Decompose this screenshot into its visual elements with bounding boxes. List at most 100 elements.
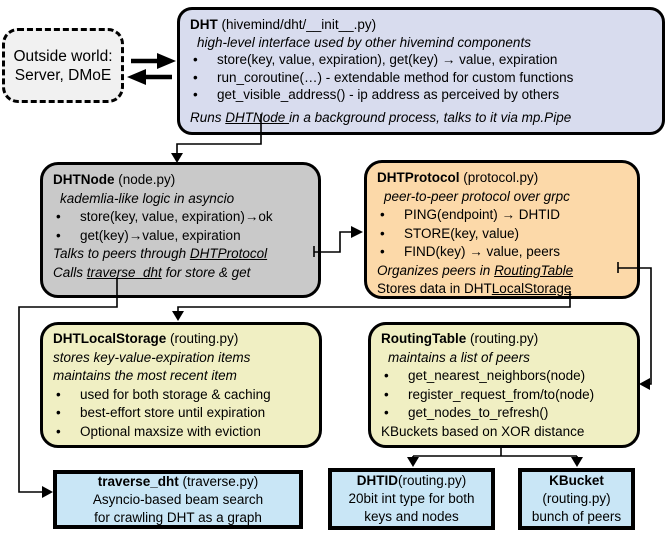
text-segment: DHTNode <box>225 109 290 125</box>
bullet-glyph: • <box>56 423 61 439</box>
text-segment: DHTProtocol <box>377 170 460 185</box>
text-segment: LocalStorage <box>491 281 572 296</box>
text-segment: bunch of peers <box>531 509 622 524</box>
bullet-glyph: • <box>384 368 389 383</box>
text-segment: PING(endpoint) → DHTID <box>404 207 561 222</box>
text-line: high-level interface used by other hivem… <box>190 34 658 52</box>
text-segment: store(key, value, expiration)→ok <box>80 209 273 224</box>
text-line: • STORE(key, value) <box>377 225 633 244</box>
node-traverse-dht: traverse_dht (traverse.py) Asyncio-based … <box>53 470 303 529</box>
text-line: maintains a list of peers <box>381 349 633 368</box>
node-dhtlocalstorage: DHTLocalStorage (routing.py)stores key-v… <box>40 322 322 448</box>
text-line: •best-effort store until expiration <box>53 404 315 423</box>
bullet-glyph: • <box>384 386 389 402</box>
text-segment: get(key)→value, expiration <box>80 227 241 243</box>
text-segment: maintains a list of peers <box>388 349 530 365</box>
node-kbucket: KBucket (routing.py)bunch of peers <box>518 468 635 530</box>
text-segment: traverse_dht <box>97 473 179 489</box>
text-line: bunch of peers <box>532 508 621 526</box>
text-line: • store(key, value, expiration), get(key)… <box>190 51 658 69</box>
text-line: DHTLocalStorage (routing.py) <box>53 330 315 349</box>
text-segment: Optional maxsize with eviction <box>80 423 261 439</box>
text-line: •get_nodes_to_refresh() <box>381 404 633 423</box>
bullet-glyph: • <box>56 227 61 243</box>
text-line: •register_request_from/to(node) <box>381 386 633 405</box>
text-line: KBuckets based on XOR distance <box>381 423 633 442</box>
text-segment: store(key, value, expiration), get(key) … <box>217 52 558 67</box>
text-segment: STORE(key, value) <box>404 225 520 241</box>
text-segment: stores key-value-expiration items <box>53 349 251 365</box>
text-segment: KBuckets based on XOR distance <box>381 423 585 439</box>
text-segment: DHT <box>190 17 218 32</box>
text-segment: Organizes peers in <box>377 262 495 278</box>
node-dht: DHT (hivemind/dht/__init__.py)high-level… <box>177 7 665 135</box>
bullet-glyph: • <box>193 52 198 67</box>
bullet-glyph: • <box>56 386 61 402</box>
text-segment: Runs <box>190 109 226 125</box>
text-segment: (traverse.py) <box>178 473 259 489</box>
bullet-glyph: • <box>380 225 385 241</box>
text-line: Organizes peers in RoutingTable <box>377 262 633 281</box>
text-line: DHTProtocol (protocol.py) <box>377 169 633 188</box>
text-line: Runs DHTNode in a background process, ta… <box>190 109 658 127</box>
text-line: •get_visible_address() - ip address as p… <box>190 86 658 104</box>
connector-dhtnode-to-dhtprotocol <box>313 226 363 257</box>
text-line: Asyncio-based beam search <box>93 491 263 509</box>
text-line: DHTID(routing.py) <box>357 472 467 490</box>
text-segment: maintains the most recent item <box>53 368 237 383</box>
text-segment: for crawling DHT as a graph <box>94 509 262 525</box>
text-line: RoutingTable (routing.py) <box>381 330 633 349</box>
text-line: Server, DMoE <box>15 66 111 85</box>
text-segment: (routing.py) <box>466 331 539 346</box>
text-line: •used for both storage & caching <box>53 386 315 405</box>
text-segment: DHTProtocol <box>189 246 268 261</box>
node-dhtid: DHTID(routing.py)20bit int type for both… <box>328 468 495 530</box>
text-segment: best-effort store until expiration <box>80 405 266 420</box>
node-dhtnode: DHTNode (node.py)kademlia-like logic in … <box>40 162 321 298</box>
bullet-glyph: • <box>56 209 61 224</box>
text-line: DHT (hivemind/dht/__init__.py) <box>190 16 658 34</box>
text-segment: peer-to-peer protocol over grpc <box>384 188 570 204</box>
text-segment: Stores data in DHT <box>377 281 492 296</box>
text-line: •run_coroutine(…) - extendable method fo… <box>190 69 658 87</box>
text-segment: DHTID <box>356 473 398 488</box>
text-segment: (hivemind/dht/__init__.py) <box>217 17 377 32</box>
text-line: •get_nearest_neighbors(node) <box>381 367 633 386</box>
text-segment: FIND(key) → value, peers <box>404 244 561 259</box>
text-line: peer-to-peer protocol over grpc <box>377 188 633 207</box>
text-segment: (routing.py) <box>166 331 239 346</box>
text-segment: in a background process, talks to it via… <box>289 109 572 125</box>
text-line: kademlia-like logic in asyncio <box>53 190 314 209</box>
bullet-glyph: • <box>193 87 198 102</box>
node-dhtprotocol: DHTProtocol (protocol.py)peer-to-peer pr… <box>364 160 640 299</box>
text-segment: traverse_dht <box>86 264 162 280</box>
text-line: stores key-value-expiration items <box>53 349 315 368</box>
text-segment: DHTLocalStorage <box>53 331 167 346</box>
text-segment: 20bit int type for both <box>348 491 475 506</box>
text-line: DHTNode (node.py) <box>53 171 314 190</box>
text-line: • Optional maxsize with eviction <box>53 423 315 442</box>
text-line: Outside world: <box>13 47 112 66</box>
text-segment: (node.py) <box>114 172 176 187</box>
text-segment: high-level interface used by other hivem… <box>197 34 531 50</box>
text-segment: (routing.py) <box>397 473 467 488</box>
text-segment: DHTNode <box>53 172 115 187</box>
text-segment: KBucket <box>549 473 604 488</box>
bullet-glyph: • <box>380 207 385 222</box>
node-outside-world: Outside world:Server, DMoE <box>2 28 124 103</box>
arrow-right-icon <box>131 53 176 69</box>
text-segment: kademlia-like logic in asyncio <box>60 190 235 206</box>
text-line: • store(key, value, expiration)→ok <box>53 208 314 227</box>
text-line: keys and nodes <box>364 508 459 526</box>
text-segment: for store & get <box>161 264 251 280</box>
text-line: Calls traverse_dht for store & get <box>53 264 314 283</box>
bullet-glyph: • <box>380 244 385 259</box>
text-line: • PING(endpoint) → DHTID <box>377 206 633 225</box>
node-routingtable: RoutingTable (routing.py)maintains a lis… <box>368 322 640 448</box>
text-segment: RoutingTable <box>381 331 467 346</box>
text-line: (routing.py) <box>542 490 610 508</box>
connector-routingtable-to-children <box>407 447 583 467</box>
text-line: 20bit int type for both <box>348 490 474 508</box>
text-line: • get(key)→value, expiration <box>53 227 314 246</box>
